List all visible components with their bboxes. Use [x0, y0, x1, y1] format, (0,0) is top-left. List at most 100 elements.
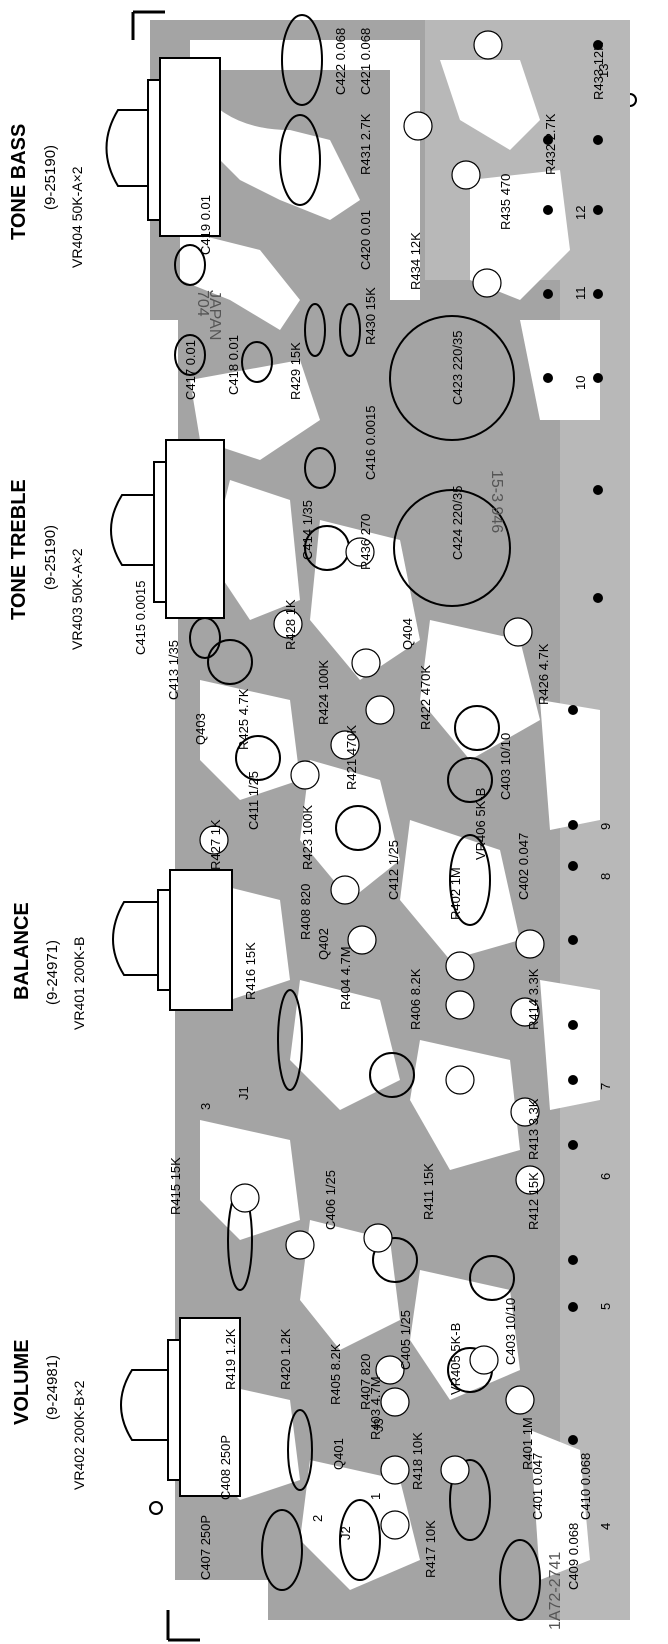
pcb-number: 1A72-2741 — [547, 1552, 564, 1630]
svg-text:(9-25190): (9-25190) — [42, 525, 59, 590]
label-r427: R427 1K — [208, 819, 223, 870]
capacitor-c423 — [389, 315, 515, 441]
label-r426: R426 4.7K — [536, 643, 551, 705]
label-c402: C402 0.047 — [516, 833, 531, 900]
label-c410: C410 0.068 — [578, 1453, 593, 1520]
label-r420: R420 1.2K — [278, 1328, 293, 1390]
silkscreen-stamp: 15-3 946 — [488, 470, 505, 533]
label-r402: R402 1M — [448, 867, 463, 920]
svg-text:TONE TREBLE: TONE TREBLE — [8, 479, 30, 620]
pot-label-tone-treble: TONE TREBLE (9-25190) VR403 50K-A×2 — [8, 479, 85, 650]
label-r418: R418 10K — [410, 1432, 425, 1490]
svg-text:(9-24981): (9-24981) — [44, 1355, 61, 1420]
label-c424: C424 220/35 — [450, 486, 465, 560]
label-r430: R430 15K — [363, 287, 378, 345]
label-r429: R429 15K — [288, 342, 303, 400]
label-c412: C412 1/25 — [386, 840, 401, 900]
svg-text:J3: J3 — [371, 1418, 386, 1432]
label-r421: R421 470K — [344, 725, 359, 790]
label-r416: R416 15K — [243, 942, 258, 1000]
svg-text:12: 12 — [573, 206, 588, 220]
pot-body-tone-bass — [105, 57, 221, 237]
pot-body-tone-treble — [110, 439, 225, 619]
label-c418: C418 0.01 — [226, 335, 241, 395]
label-q404: Q404 — [400, 618, 415, 650]
svg-text:5: 5 — [598, 1303, 613, 1310]
label-r415: R415 15K — [168, 1157, 183, 1215]
pin-numbers: 13 12 11 10 9 8 7 6 5 4 1 2 3 — [198, 64, 613, 1530]
svg-text:J2: J2 — [338, 1526, 353, 1540]
solder-pads — [199, 30, 545, 1540]
label-r417: R417 10K — [423, 1520, 438, 1578]
label-r422: R422 470K — [418, 665, 433, 730]
svg-text:(9-25190): (9-25190) — [42, 145, 59, 210]
label-c420: C420 0.01 — [358, 210, 373, 270]
svg-text:3: 3 — [198, 1103, 213, 1110]
label-r404: R404 4.7M — [338, 946, 353, 1010]
svg-text:J1: J1 — [236, 1086, 251, 1100]
label-r414: R414 3.3K — [526, 968, 541, 1030]
label-vr405: VR405 5K-B — [448, 1323, 463, 1395]
pot-body-balance — [112, 869, 233, 1011]
label-c416: C416 0.0015 — [363, 406, 378, 480]
label-c423: C423 220/35 — [450, 331, 465, 405]
film-capacitors — [174, 14, 541, 1621]
registration-mark-bottom — [166, 1610, 200, 1642]
label-c408: C408 250P — [218, 1435, 233, 1500]
label-r433: R433 12K — [591, 42, 606, 100]
label-r424: R424 100K — [316, 660, 331, 725]
svg-text:VR404 50K-A×2: VR404 50K-A×2 — [69, 166, 85, 268]
label-r431: R431 2.7K — [358, 113, 373, 175]
pot-label-balance: BALANCE (9-24971) VR401 200K-B — [11, 902, 87, 1030]
label-q403: Q403 — [193, 713, 208, 745]
label-r425: R425 4.7K — [236, 688, 251, 750]
label-r407: R407 820 — [358, 1354, 373, 1410]
small-electrolytics — [207, 525, 515, 1301]
label-c411: C411 1/25 — [246, 771, 261, 830]
label-c407: C407 250P — [198, 1515, 213, 1580]
label-c406: C406 1/25 — [323, 1170, 338, 1230]
label-r432: R432 2.7K — [543, 113, 558, 175]
svg-text:TONE BASS: TONE BASS — [8, 124, 30, 240]
label-c415: C415 0.0015 — [133, 581, 148, 655]
label-r406: R406 8.2K — [408, 968, 423, 1030]
svg-text:4: 4 — [598, 1523, 613, 1530]
label-r434: R434 12K — [408, 232, 423, 290]
svg-text:13: 13 — [596, 64, 611, 78]
capacitor-c424 — [393, 489, 511, 607]
pot-label-tone-bass: TONE BASS (9-25190) VR404 50K-A×2 — [8, 124, 85, 268]
label-r413: R413 3.3K — [526, 1098, 541, 1160]
silkscreen-japan: JAPAN — [206, 290, 223, 340]
label-r436: R436 270 — [358, 514, 373, 570]
svg-text:1: 1 — [368, 1493, 383, 1500]
label-r403: R403 4.7M — [368, 1376, 383, 1440]
label-c401: C401 0.047 — [530, 1453, 545, 1520]
label-c421: C421 0.068 — [358, 28, 373, 95]
svg-text:VR403 50K-A×2: VR403 50K-A×2 — [69, 548, 85, 650]
label-q402: Q402 — [316, 928, 331, 960]
svg-text:6: 6 — [598, 1173, 613, 1180]
label-r419: R419 1.2K — [223, 1328, 238, 1390]
svg-text:VR402 200K-B×2: VR402 200K-B×2 — [71, 1380, 87, 1490]
svg-text:11: 11 — [573, 287, 588, 301]
label-q401: Q401 — [331, 1438, 346, 1470]
label-r423: R423 100K — [300, 805, 315, 870]
svg-text:8: 8 — [598, 873, 613, 880]
trimmer-vr406 — [447, 757, 493, 803]
edge-connector-pins — [543, 40, 603, 1445]
label-c414: C414 1/35 — [300, 500, 315, 560]
svg-text:VR401 200K-B: VR401 200K-B — [71, 937, 87, 1030]
label-vr406: VR406 5K-B — [473, 788, 488, 860]
svg-text:2: 2 — [310, 1515, 325, 1522]
label-c422: C422 0.068 — [333, 28, 348, 95]
label-c413: C413 1/35 — [166, 640, 181, 700]
label-c403: C403 10/10 — [503, 1298, 518, 1365]
label-r428: R428 1K — [283, 599, 298, 650]
registration-mark-top — [131, 10, 165, 40]
svg-text:BALANCE: BALANCE — [11, 902, 33, 1000]
label-c419: C419 0.01 — [198, 195, 213, 255]
component-labels: C421 0.068 R433 12K R431 2.7K R432 2.7K C422… — [133, 28, 606, 1590]
label-r401: R401 1M — [520, 1417, 535, 1470]
jumpers: J1 J2 J3 — [236, 1086, 386, 1540]
